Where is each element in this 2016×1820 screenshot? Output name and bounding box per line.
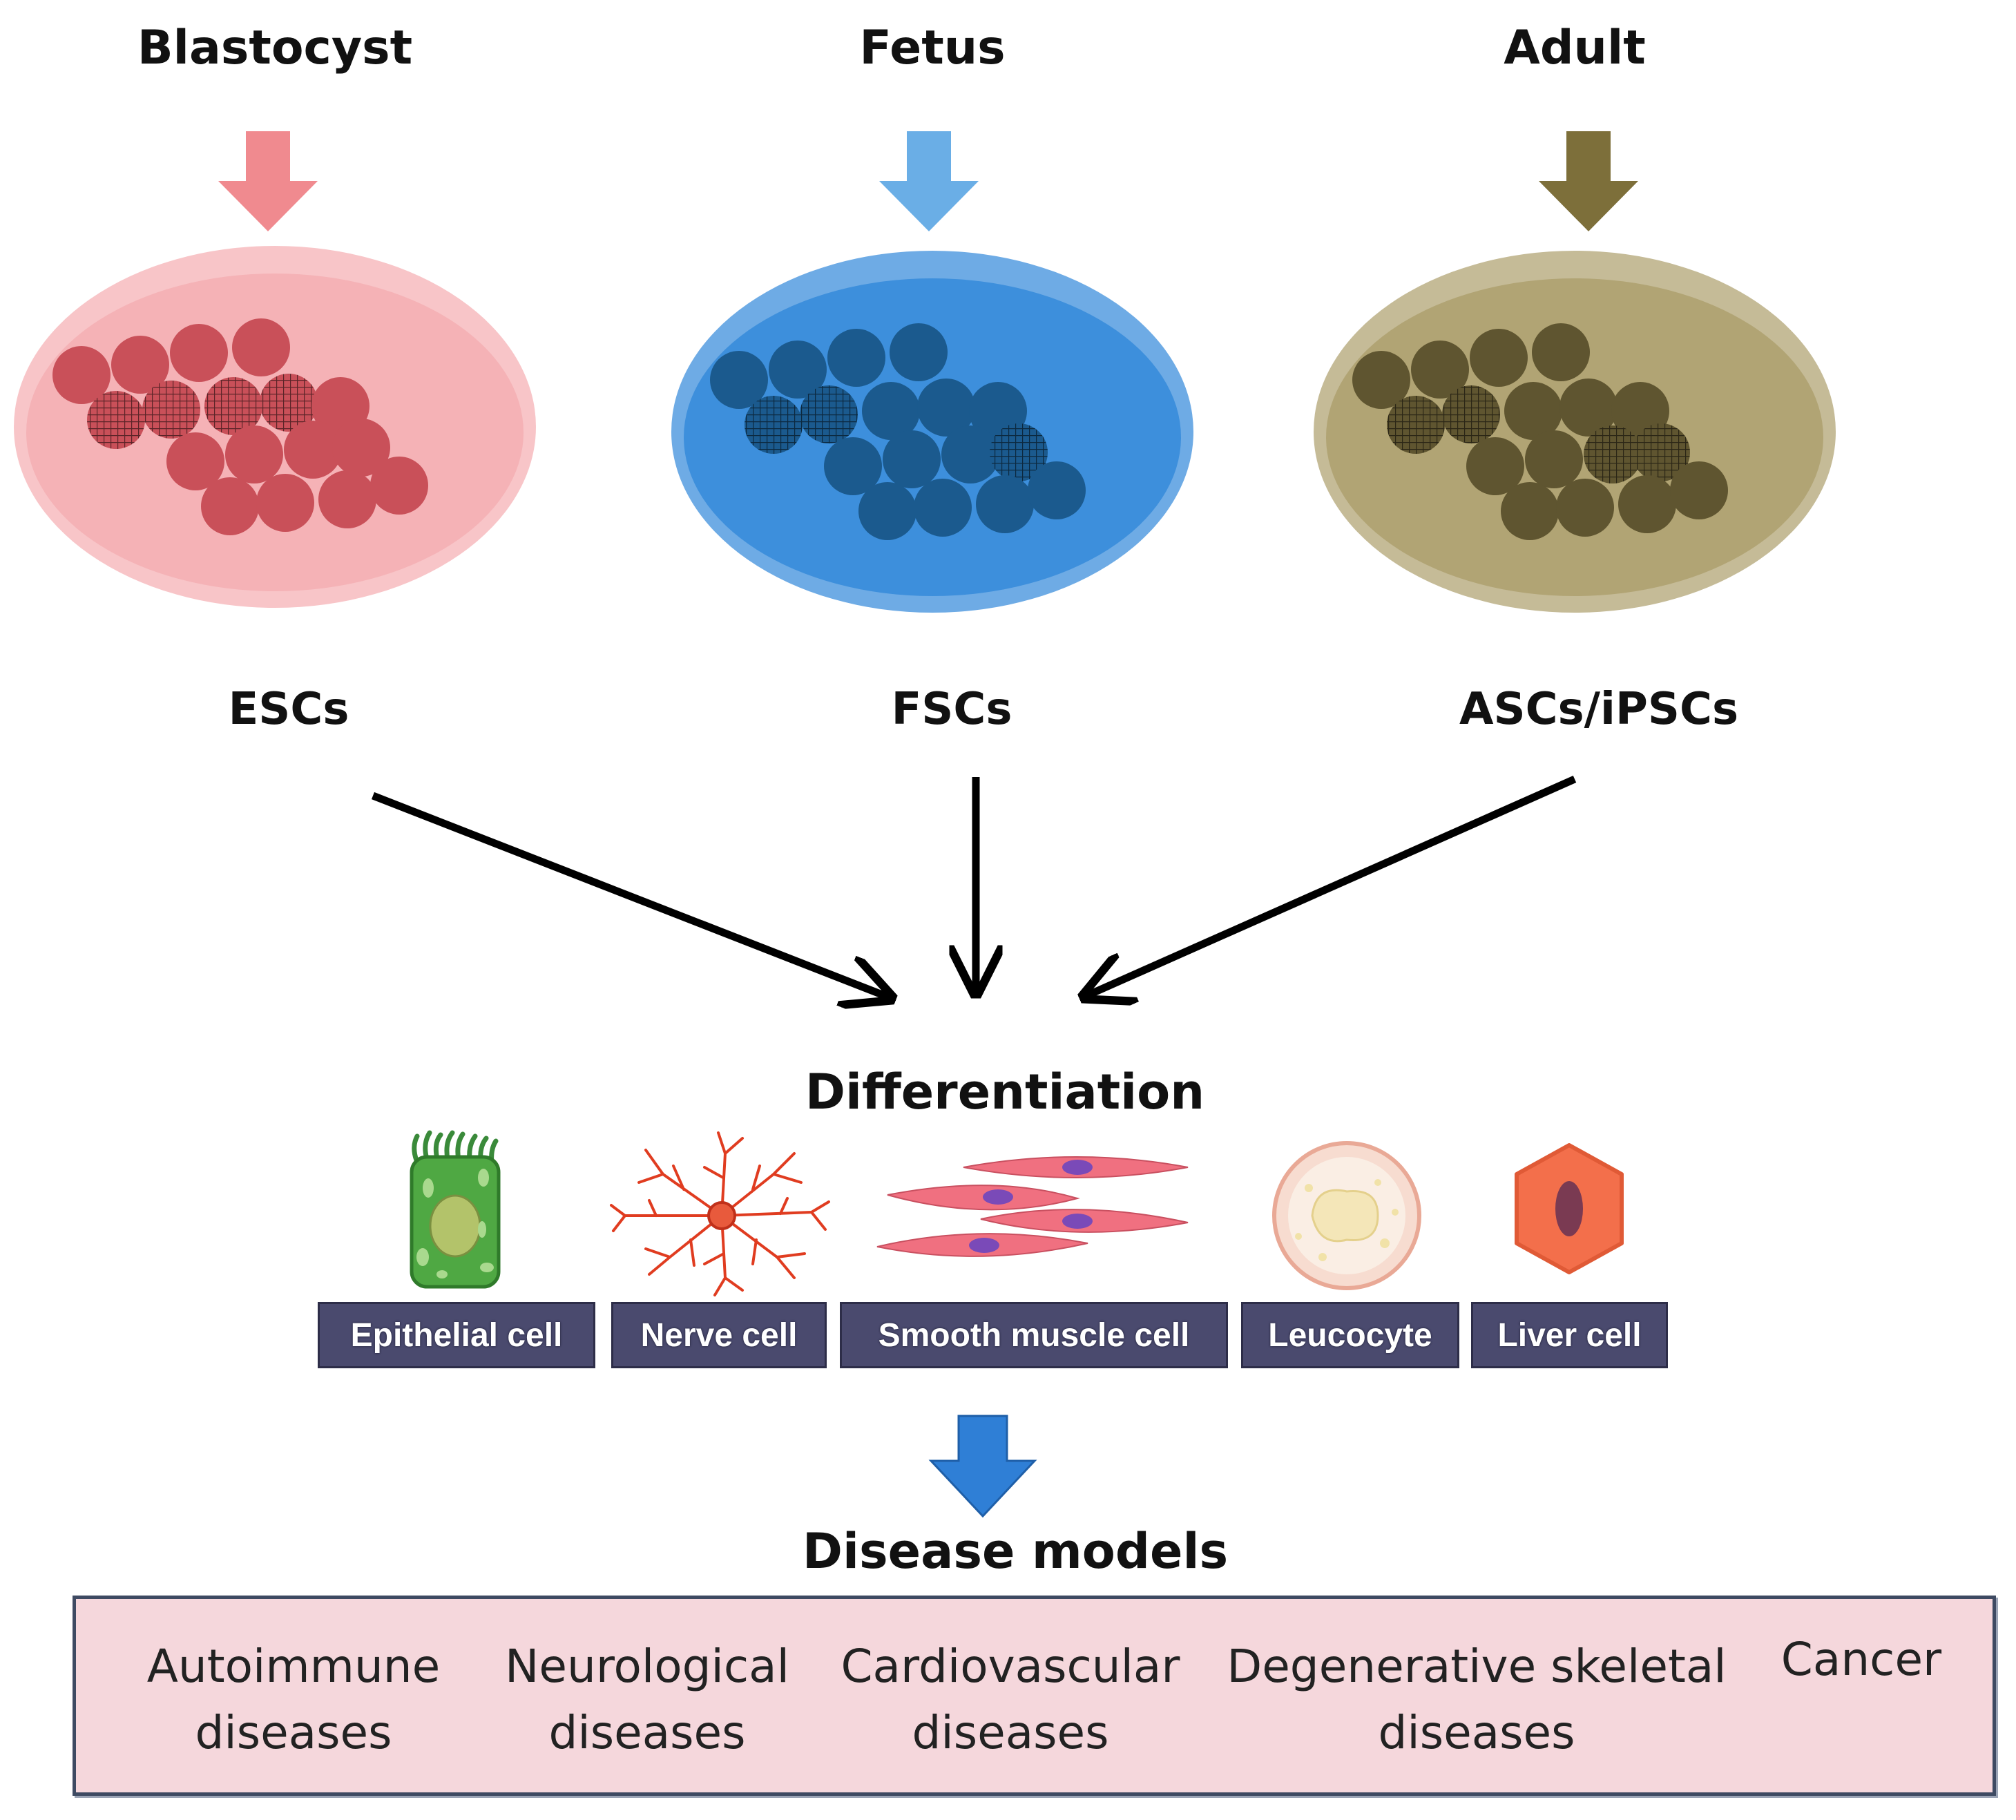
- blastocyst-stem-cell: [318, 470, 376, 528]
- blastocyst-stem-cell: [201, 477, 259, 535]
- fetus-stem-cell: [710, 351, 768, 409]
- fetus-culture-dish: [671, 251, 1193, 613]
- fetus-stem-cell: [862, 382, 920, 440]
- adult-stem-cell: [1532, 323, 1590, 381]
- disease-models-title: Disease models: [802, 1523, 1229, 1580]
- blastocyst-stem-cell: [232, 318, 290, 376]
- stem-label-fscs: FSCs: [891, 684, 1012, 735]
- smooth-muscle-cell-icon: [876, 1156, 1189, 1257]
- blastocyst-stem-cell: [370, 457, 428, 515]
- blastocyst-culture-dish: [14, 246, 536, 608]
- stem-label-ascs-ipscs: ASCs/iPSCs: [1459, 684, 1739, 735]
- cell-tag-leucocyte: Leucocyte: [1241, 1302, 1459, 1368]
- source-title-fetus: Fetus: [859, 21, 1006, 75]
- disease-cardiovascular-line1: Cardiovascular: [841, 1640, 1180, 1693]
- adult-stem-cell: [1352, 351, 1410, 409]
- leucocyte-icon: [1272, 1141, 1421, 1290]
- disease-models-box: [73, 1596, 1996, 1796]
- disease-cardiovascular: Cardiovascular diseases: [841, 1634, 1180, 1766]
- disease-cardiovascular-line2: diseases: [912, 1706, 1109, 1759]
- disease-autoimmune-line2: diseases: [195, 1706, 392, 1759]
- differentiation-title: Differentiation: [805, 1064, 1205, 1120]
- fetus-stem-cell: [769, 341, 827, 399]
- blastocyst-stem-cell: [166, 432, 224, 490]
- blastocyst-stem-cell: [52, 346, 111, 404]
- cell-tag-liver: Liver cell: [1471, 1302, 1668, 1368]
- fetus-stem-cell: [883, 430, 941, 488]
- fetus-stem-cell: [1028, 461, 1086, 519]
- adult-stem-cell: [1411, 341, 1469, 399]
- fetus-stem-cell: [890, 323, 948, 381]
- adult-source-arrow: [1539, 131, 1638, 231]
- disease-neurological-line2: diseases: [548, 1706, 746, 1759]
- blastocyst-stem-cell: [111, 336, 169, 394]
- adult-culture-dish: [1314, 251, 1836, 613]
- disease-models-arrow: [928, 1415, 1037, 1518]
- cell-tag-epithelial: Epithelial cell: [318, 1302, 595, 1368]
- blastocyst-stem-cell: [170, 324, 228, 382]
- liver-cell-icon: [1515, 1143, 1624, 1274]
- adult-stem-cell: [1556, 479, 1614, 537]
- adult-stem-cell: [1504, 382, 1562, 440]
- nerve-cell-icon: [610, 1131, 830, 1296]
- blastocyst-stem-cell: [225, 425, 283, 483]
- epithelial-cell-icon: [410, 1130, 501, 1289]
- adult-stem-cell: [1501, 482, 1559, 540]
- blastocyst-stem-cell: [256, 474, 314, 532]
- fetus-stem-cell: [824, 437, 882, 495]
- fetus-source-arrow: [879, 131, 979, 231]
- adult-stem-cell: [1670, 461, 1728, 519]
- disease-cancer-line1: Cancer: [1780, 1633, 1942, 1686]
- disease-autoimmune-line1: Autoimmune: [146, 1640, 441, 1693]
- disease-neurological-line1: Neurological: [505, 1640, 789, 1693]
- stem-label-escs: ESCs: [228, 684, 349, 735]
- fetus-stem-cell: [914, 479, 972, 537]
- disease-degenerative-line1: Degenerative skeletal: [1227, 1640, 1727, 1693]
- cell-tag-smooth-muscle: Smooth muscle cell: [840, 1302, 1228, 1368]
- source-title-blastocyst: Blastocyst: [137, 21, 413, 75]
- adult-stem-cell: [1618, 475, 1676, 533]
- adult-stem-cell: [1466, 437, 1524, 495]
- disease-cancer: Cancer: [1781, 1627, 1941, 1693]
- fetus-stem-cell: [858, 482, 916, 540]
- disease-autoimmune: Autoimmune diseases: [147, 1634, 440, 1766]
- adult-stem-cell: [1525, 430, 1583, 488]
- blastocyst-stem-cell: [284, 421, 342, 479]
- fetus-stem-cell: [976, 475, 1034, 533]
- fetus-stem-cell: [941, 425, 999, 483]
- fetus-stem-cell: [827, 329, 885, 387]
- fetus-stem-cell: [917, 379, 975, 437]
- arrow-escs-to-differentiation: [371, 792, 891, 998]
- disease-degenerative-line2: diseases: [1378, 1706, 1575, 1759]
- disease-degenerative-skeletal: Degenerative skeletal diseases: [1227, 1634, 1726, 1766]
- disease-neurological: Neurological diseases: [505, 1634, 789, 1766]
- blastocyst-source-arrow: [218, 131, 318, 231]
- arrow-ascs-to-differentiation: [1084, 775, 1577, 997]
- blastocyst-stem-cell: [332, 419, 390, 477]
- cell-tag-nerve: Nerve cell: [611, 1302, 827, 1368]
- adult-stem-cell: [1559, 379, 1617, 437]
- adult-stem-cell: [1470, 329, 1528, 387]
- source-title-adult: Adult: [1504, 21, 1646, 75]
